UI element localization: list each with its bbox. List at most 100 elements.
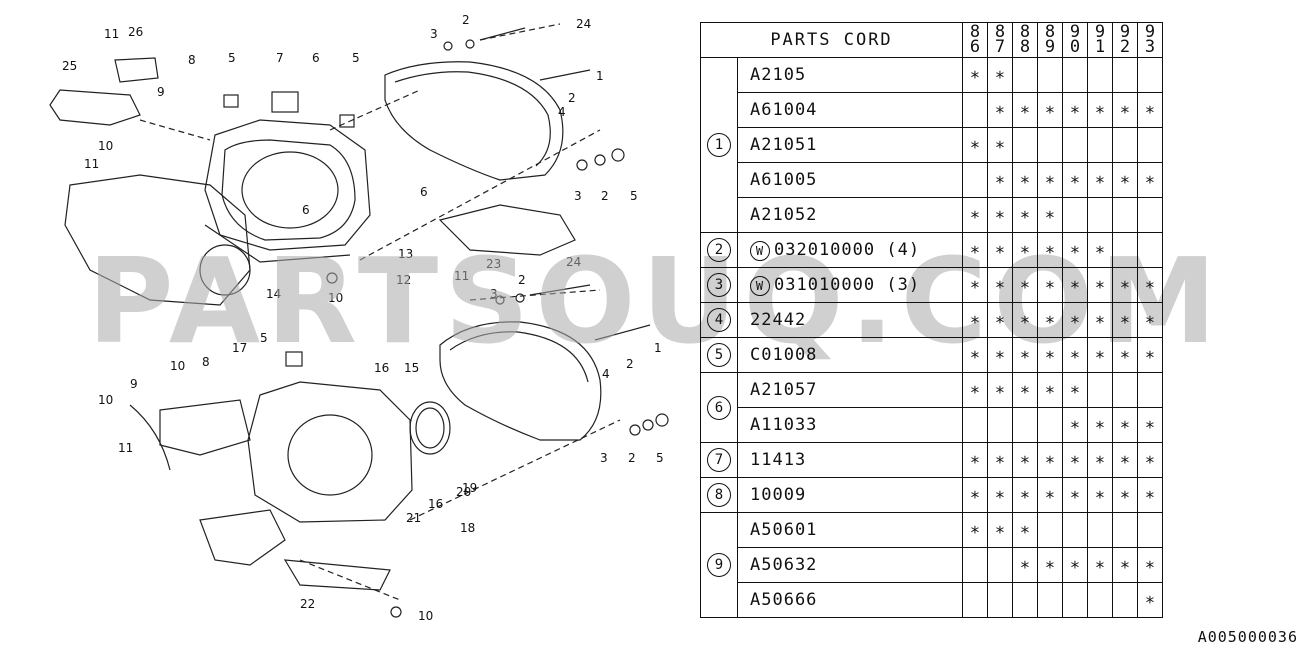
applicability-cell: ∗ [1112,407,1138,443]
callout-11: 11 [454,269,469,283]
applicability-cell [962,582,988,618]
table-row: A21052∗∗∗∗ [701,197,1163,233]
washer-mark: W [750,240,770,261]
part-code-cell: A21057 [737,372,963,408]
applicability-cell: ∗ [1012,547,1038,583]
callout-11: 11 [118,441,133,455]
applicability-cell: ∗ [1037,92,1063,128]
callout-6: 6 [312,51,320,65]
ref-number: 4 [707,308,731,332]
applicability-cell: ∗ [1062,92,1088,128]
applicability-cell [1087,582,1113,618]
applicability-cell [1062,197,1088,233]
applicability-cell: ∗ [1087,267,1113,303]
applicability-cell: ∗ [1037,337,1063,373]
callout-17: 17 [232,341,247,355]
callout-9: 9 [157,85,165,99]
washer-mark: W [750,275,770,296]
applicability-cell: ∗ [1112,302,1138,338]
applicability-cell [1012,127,1038,163]
applicability-cell: ∗ [987,57,1013,93]
part-code: A50666 [750,590,818,610]
callout-16: 16 [374,361,389,375]
callout-16: 16 [428,497,443,511]
part-code-cell: A21051 [737,127,963,163]
applicability-cell: ∗ [962,337,988,373]
callout-10: 10 [328,291,343,305]
applicability-cell [962,92,988,128]
applicability-cell: ∗ [1087,547,1113,583]
applicability-cell [1037,582,1063,618]
callout-3: 3 [490,287,498,301]
callout-22: 22 [300,597,315,611]
ref-number-cell: 4 [700,302,738,338]
part-code: 10009 [750,485,807,505]
applicability-cell: ∗ [962,197,988,233]
ref-number: 3 [707,273,731,297]
applicability-cell: ∗ [987,477,1013,513]
callout-2: 2 [568,91,576,105]
callout-19: 19 [462,481,477,495]
applicability-cell: ∗ [987,302,1013,338]
ref-number-cell: 3 [700,267,738,303]
applicability-cell: ∗ [962,372,988,408]
ref-number: 7 [707,448,731,472]
applicability-cell: ∗ [1062,337,1088,373]
applicability-cell: ∗ [1012,477,1038,513]
applicability-cell: ∗ [1112,162,1138,198]
applicability-cell: ∗ [1012,302,1038,338]
callout-3: 3 [600,451,608,465]
ref-number: 8 [707,483,731,507]
year-header: 9 1 [1087,22,1113,58]
applicability-cell: ∗ [1012,372,1038,408]
applicability-cell: ∗ [1137,582,1163,618]
applicability-cell [1137,127,1163,163]
applicability-cell: ∗ [1012,197,1038,233]
applicability-cell: ∗ [1137,442,1163,478]
callout-2: 2 [628,451,636,465]
callout-24: 24 [576,17,591,31]
applicability-cell: ∗ [1087,477,1113,513]
applicability-cell [1137,512,1163,548]
part-code: 22442 [750,310,807,330]
part-code-cell: A2105 [737,57,963,93]
applicability-cell: ∗ [987,197,1013,233]
applicability-cell: ∗ [987,337,1013,373]
part-code: C01008 [750,345,818,365]
applicability-cell: ∗ [1012,92,1038,128]
applicability-cell: ∗ [1087,337,1113,373]
applicability-cell [1037,407,1063,443]
ref-number-cell: 9 [700,512,738,618]
applicability-cell [1112,372,1138,408]
callout-8: 8 [202,355,210,369]
ref-number: 1 [707,133,731,157]
applicability-cell: ∗ [1012,232,1038,268]
applicability-cell: ∗ [1087,92,1113,128]
part-code-cell: A11033 [737,407,963,443]
applicability-cell [1137,372,1163,408]
applicability-cell: ∗ [1137,92,1163,128]
applicability-cell: ∗ [1062,372,1088,408]
applicability-cell: ∗ [1037,197,1063,233]
callout-3: 3 [574,189,582,203]
applicability-cell [962,162,988,198]
year-header: 9 2 [1112,22,1138,58]
part-code: 031010000 (3) [774,274,921,295]
table-row: A11033∗∗∗∗ [701,407,1163,443]
applicability-cell: ∗ [1137,337,1163,373]
callout-9: 9 [130,377,138,391]
callout-4: 4 [602,367,610,381]
table-row: A50666 ∗ [701,582,1163,618]
applicability-cell [1037,512,1063,548]
parts-cord-header: PARTS CORD [700,22,963,58]
applicability-cell: ∗ [962,442,988,478]
applicability-cell: ∗ [1062,232,1088,268]
applicability-cell [1062,127,1088,163]
applicability-cell: ∗ [1137,407,1163,443]
applicability-cell [1087,127,1113,163]
